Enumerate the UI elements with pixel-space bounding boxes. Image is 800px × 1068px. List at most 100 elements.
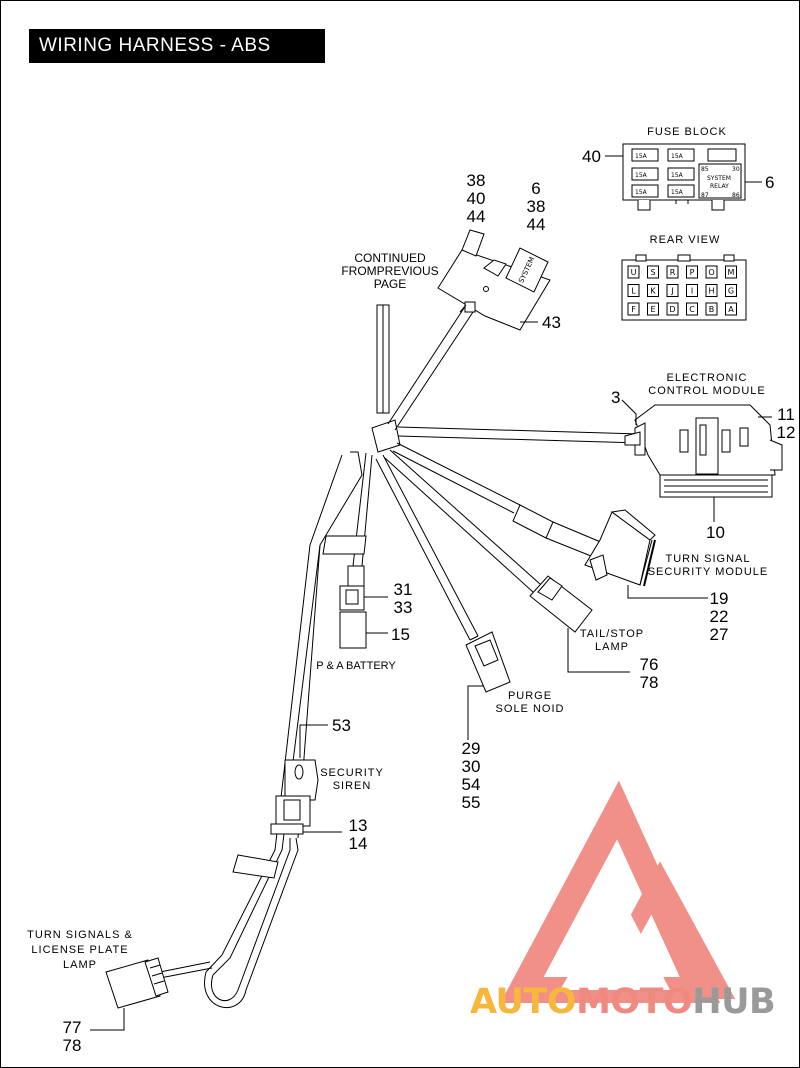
watermark-part: AUTO [470,982,577,1022]
ref-number: 44 [466,207,486,226]
fuse-slot [631,184,659,198]
connector-pin [705,284,718,297]
rear-view-label: REAR VIEW [649,234,721,246]
connector-pin [666,302,679,316]
connector-pin-label: K [650,287,656,296]
fuse-block-ref-left: 40 [582,147,601,166]
connector-pin [647,265,659,279]
tssm-label-line: TURN SIGNAL [665,553,751,565]
ref-number: 78 [62,1036,82,1055]
watermark-text: AUTOMOTOHUB [470,982,776,1022]
fuse-connector-refs-left: 38 40 44 [462,172,490,226]
fuse-connector-ref-body: 43 [542,313,561,332]
fuse-slot [631,167,659,181]
page-title: WIRING HARNESS - ABS [29,29,325,63]
connector-pin [725,284,737,297]
ref-number: 54 [461,775,481,794]
fuse-slot [631,148,659,162]
siren-refs: 13 14 [344,817,372,853]
connector-pin-label: O [708,268,714,277]
connector-pin-label: R [670,268,676,277]
fuse-block-ref-right: 6 [765,173,775,192]
relay-pin: 30 [732,166,740,173]
watermark-part: MOTO [576,982,693,1022]
connector-pin-label: P [690,268,695,277]
ecm-label-line: ELECTRONIC [666,372,748,384]
connector-pin [666,265,679,279]
connector-pin [686,265,698,279]
tail-stop-refs: 76 78 [636,656,662,692]
relay-pin: 85 [701,166,709,173]
connector-pin [705,265,718,279]
purge-label-line: PURGE [507,690,553,702]
connector-pin-label: S [650,268,655,277]
continued-line: CONTINUED [354,251,426,265]
connector-pin [725,302,737,316]
ref-number: 6 [531,179,541,198]
connector-pin-label: M [728,268,735,277]
tssm-refs: 19 22 27 [706,590,732,644]
ref-number: 27 [709,625,729,644]
continued-line: PAGE [373,277,407,291]
fuse-block-graphic [622,143,746,211]
connector-pin [705,302,718,316]
fuse-connector-refs-right: 6 38 44 [522,180,550,234]
connector-pin-label: D [669,305,675,314]
ref-number: 40 [466,189,486,208]
siren-label-line: SECURITY [320,767,384,779]
connector-pin-label: G [728,287,734,296]
fuse-slot [667,148,695,162]
ref-number: 33 [393,598,413,617]
connector-pin-label: F [631,305,636,314]
connector-pin [627,284,640,297]
connector-pin [686,302,698,316]
ecm-ref-left: 3 [611,388,621,407]
tail-stop-label-line: LAMP [595,641,629,653]
ref-number: 12 [776,423,796,442]
ecm-ref-bottom: 10 [706,523,725,542]
ref-number: 22 [709,607,729,626]
connector-pin [647,284,659,297]
ref-number: 38 [526,197,546,216]
ref-number: 11 [777,405,795,424]
watermark-part: HUB [692,982,776,1022]
ref-number: 29 [461,739,481,758]
tail-stop-label-line: TAIL/STOP [579,628,645,640]
ecm-label-line: CONTROL MODULE [648,385,766,397]
relay-pin: 87 [701,192,709,199]
connector-pin [627,302,640,316]
ref-number: 31 [393,580,413,599]
connector-pin [666,284,679,297]
connector-pin-label: C [689,305,695,314]
watermark-logo-icon [500,780,736,1003]
fuse-label: 15A [671,172,684,179]
continued-line: FROMPREVIOUS [341,264,439,278]
ref-number: 13 [348,816,368,835]
ref-number: 30 [461,757,481,776]
turn-signals-label: TURN SIGNALS & LICENSE PLATE LAMP [10,928,150,973]
fuse-slot [667,184,695,198]
connector-pin [627,265,640,279]
connector-pin-label: B [709,305,715,314]
turn-signals-label-line: LAMP [63,959,97,971]
tail-stop-label: TAIL/STOP LAMP [562,628,662,654]
fuse-label: 15A [635,172,648,179]
battery-refs-a: 31 33 [390,581,416,617]
ref-number: 76 [639,655,659,674]
fuse-label: 15A [671,153,684,160]
turn-signals-label-line: LICENSE PLATE [31,944,129,956]
connector-pin-label: L [631,287,636,296]
connector-pin-label: A [728,305,734,314]
ref-number: 78 [639,673,659,692]
connector-pin [686,284,698,297]
connector-pin-label: J [670,287,673,296]
ref-number: 55 [461,793,481,812]
connector-pin [725,265,737,279]
ref-number: 19 [709,589,729,608]
system-relay [698,163,742,199]
fuse-label: 15A [635,189,648,196]
ref-number: 38 [466,171,486,190]
connector-pin [647,302,659,316]
battery-ref-b: 15 [391,625,410,644]
relay-label: RELAY [710,183,729,190]
